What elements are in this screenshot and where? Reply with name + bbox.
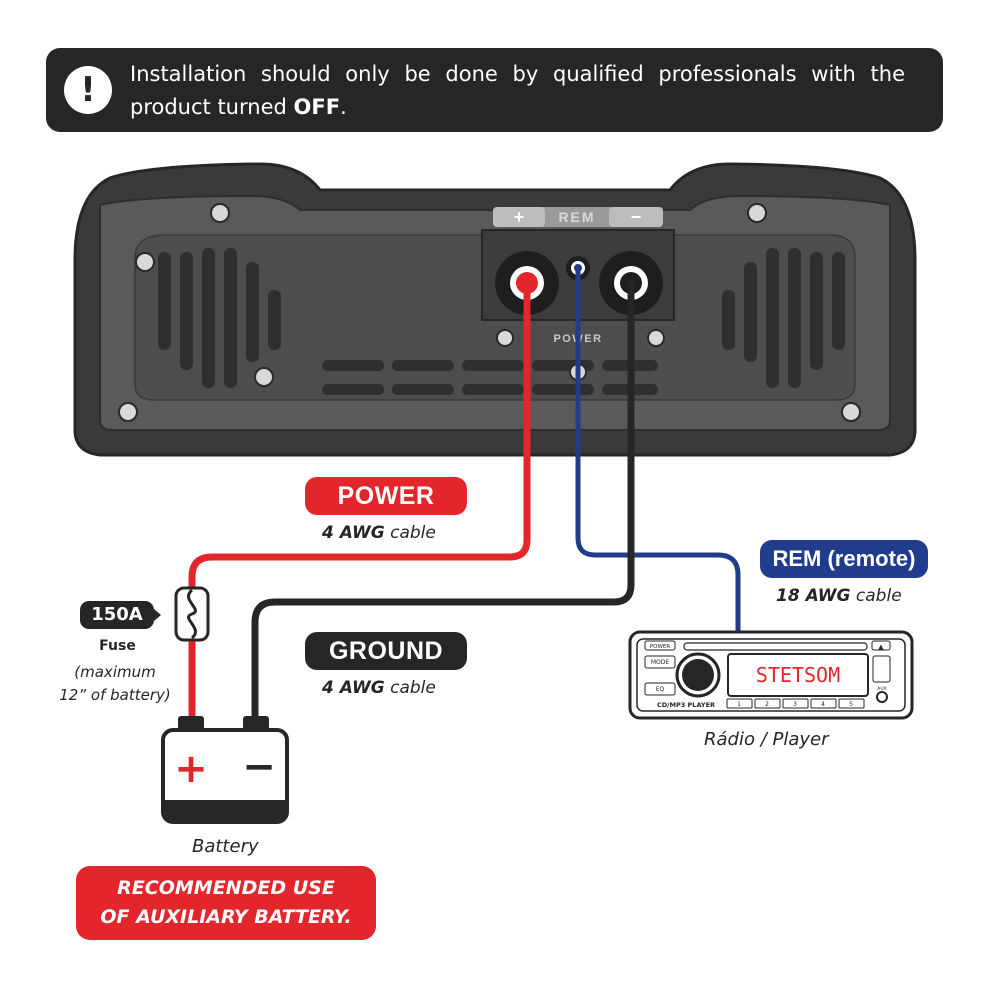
- fuse-icon: [174, 586, 210, 642]
- battery-icon: [161, 716, 289, 824]
- rem-cable: [575, 265, 741, 635]
- radio-eq-button: EQ: [656, 686, 665, 693]
- fuse-rating-badge: 150A: [80, 601, 154, 629]
- ground-cable: [251, 279, 635, 724]
- fuse-pointer: [154, 609, 161, 621]
- radio-eject-icon: ▲: [878, 643, 884, 651]
- battery-minus-sign: −: [242, 744, 276, 790]
- radio-mode-button: MODE: [651, 659, 670, 666]
- warning-text: Installation should only be done by qual…: [130, 62, 905, 119]
- radio-preset: 3: [793, 701, 797, 708]
- rem-cable-label: REM (remote): [760, 540, 928, 578]
- power-cable-label: POWER: [305, 477, 467, 515]
- ground-cable-label: GROUND: [305, 632, 467, 670]
- radio-preset: 2: [765, 701, 769, 708]
- fuse-title: Fuse: [99, 638, 136, 654]
- exclamation-icon: !: [64, 66, 112, 114]
- ground-cable-spec: 4 AWG cable: [322, 678, 436, 698]
- battery-label: Battery: [192, 836, 259, 857]
- radio-preset: 4: [821, 701, 825, 708]
- radio-player: [628, 630, 914, 720]
- warning-banner: [46, 48, 943, 132]
- radio-caption: Rádio / Player: [704, 729, 829, 750]
- radio-model-label: CD/MP3 PLAYER: [657, 701, 715, 709]
- power-cable-spec: 4 AWG cable: [322, 523, 436, 543]
- radio-power-button: POWER: [650, 644, 671, 650]
- radio-display-text: STETSOM: [756, 663, 840, 687]
- radio-preset: 1: [737, 701, 741, 708]
- power-cable: [188, 279, 531, 724]
- terminal-minus-label: −: [631, 207, 642, 227]
- amplifier: [73, 162, 917, 457]
- radio-aux-label: AUX: [877, 686, 886, 692]
- battery-plus-sign: +: [174, 746, 208, 792]
- rem-cable-spec: 18 AWG cable: [776, 586, 902, 606]
- rem-label: REM: [558, 209, 595, 225]
- terminal-plus-label: +: [514, 207, 525, 227]
- radio-preset: 5: [849, 701, 853, 708]
